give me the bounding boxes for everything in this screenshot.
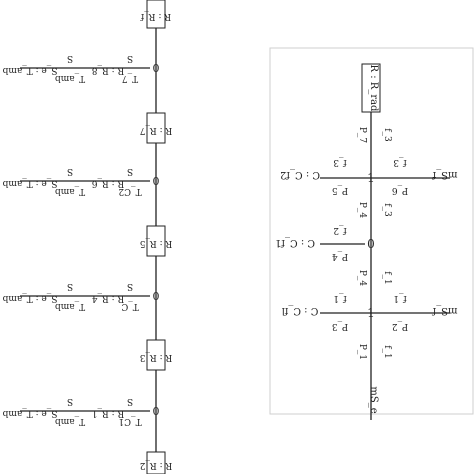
row-2-resistor: R : R_4 [91, 293, 124, 303]
chain-box-4 [146, 451, 166, 474]
right-junction-top-p-left: P_5 [332, 185, 349, 195]
vertical-1-p: P_4 [357, 202, 367, 219]
left-row-1: 0 S_e : T_amb S T_amb R : R_6 S T_C2 [2, 166, 159, 196]
right-junction-bottom-f-left: f_1 [333, 293, 347, 303]
row-1-flow: S [67, 166, 73, 176]
row-0-flow: S [67, 53, 73, 63]
vertical-3-f: f_1 [382, 345, 392, 359]
right-junction-bottom-f-right: f_1 [393, 293, 407, 303]
left-row-2: 0 S_e : T_amb S T_amb R : R_4 S T_C [2, 281, 159, 311]
right-junction-top-p-right: P_6 [392, 185, 409, 195]
row-3-effort: T_amb [55, 416, 85, 426]
right-top-resistor-label: R : R_rad [368, 65, 379, 113]
vertical-0-f: f_3 [382, 128, 392, 142]
row-1-source: S_e : T_amb [2, 178, 57, 188]
right-junction-bottom-p-right: P_2 [392, 321, 408, 331]
junction-2: 0 [153, 290, 160, 303]
right-junction-bottom-left-store: C : C_fl [281, 305, 318, 316]
row-2-source: S_e : T_amb [2, 293, 57, 303]
row-1-flow2: S [127, 166, 133, 176]
chain-box-1 [146, 112, 166, 144]
junction-0: 0 [153, 62, 160, 75]
right-junction-middle: 0 [367, 237, 375, 251]
right-junction-top-f-right: f_3 [393, 157, 407, 167]
row-2-effort: T_amb [55, 301, 85, 311]
junction-1: 0 [153, 175, 160, 188]
right-junction-bottom-right-source: mS_f [431, 305, 457, 316]
row-2-flow2: S [127, 281, 133, 291]
row-3-flow2: S [127, 396, 133, 406]
right-junction-middle-p-left: P_4 [332, 251, 349, 261]
chain-box-4-label: R : R_2 [140, 460, 173, 470]
chain-box-3 [146, 339, 166, 371]
right-junction-top-left-store: C : C_f2 [280, 169, 320, 180]
row-3-resistor: R : R_1 [92, 408, 125, 418]
right-junction-middle-f-left: f_2 [333, 225, 347, 235]
row-2-flow: S [67, 281, 73, 291]
row-1-effort: T_amb [55, 186, 85, 196]
left-top-resistor-label: R : R_f [140, 11, 171, 21]
junction-3: 0 [153, 405, 160, 418]
vertical-0-p: P_7 [357, 127, 367, 144]
row-0-flow2: S [127, 53, 133, 63]
left-bond-graph: R : R_f R : R_7 R : R_5 R : R_3 R : R_2 … [2, 0, 172, 474]
row-0-resistor: R : R_8 [91, 65, 124, 75]
left-row-0: 0 S_e : T_amb S T_amb R : R_8 S T_7 [2, 53, 159, 83]
row-1-effort2: T_C2 [118, 186, 141, 196]
row-3-source: S_e : T_amb [2, 408, 57, 418]
row-3-effort2: T_C1 [118, 416, 141, 426]
vertical-3-p: P_1 [357, 344, 367, 360]
right-junction-top-f-left: f_3 [333, 157, 347, 167]
chain-box-2 [146, 225, 166, 257]
chain-box-3-label: R : R_3 [139, 352, 172, 362]
left-row-3: 0 S_e : T_amb S T_amb R : R_1 S T_C1 [2, 396, 159, 426]
row-2-effort2: T_C [121, 301, 139, 311]
right-junction-bottom-p-left: P_3 [332, 321, 349, 331]
right-junction-top-right-source: mS_f [431, 169, 457, 180]
vertical-1-f: f_3 [382, 203, 392, 217]
right-input-source: mS_e [368, 386, 379, 413]
row-3-flow: S [67, 396, 73, 406]
right-bond-graph: R : R_rad 1 mS_f C : C_f2 P_6 P_5 f_3 f_… [275, 63, 458, 420]
vertical-2-f: f_1 [382, 271, 392, 285]
chain-box-2-label: R : R_5 [139, 238, 172, 248]
chain-box-1-label: R : R_7 [139, 125, 172, 135]
right-junction-middle-left-store: C : C_f1 [275, 237, 315, 248]
row-0-effort2: T_7 [122, 73, 139, 83]
row-0-effort: T_amb [55, 73, 85, 83]
vertical-2-p: P_4 [357, 270, 367, 287]
row-0-source: S_e : T_amb [2, 65, 57, 75]
row-1-resistor: R : R_6 [91, 178, 124, 188]
